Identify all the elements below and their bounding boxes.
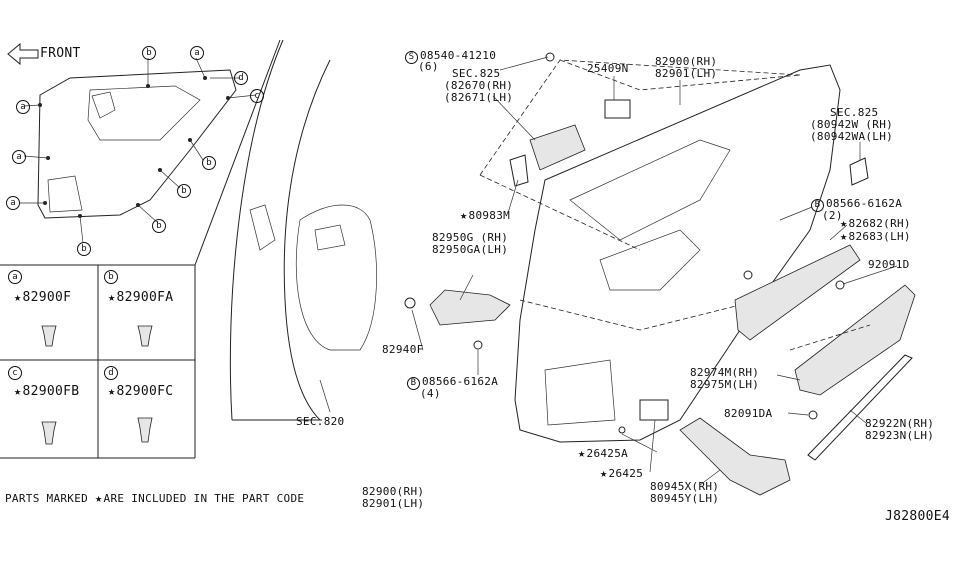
sec-825-right-label: SEC.825 xyxy=(830,106,879,119)
inset-frame xyxy=(0,39,281,459)
legend-letter: a xyxy=(8,270,22,284)
front-label: FRONT xyxy=(40,46,81,61)
legend-part: 82900FA xyxy=(108,290,174,305)
part-82671-label: (82671(LH) xyxy=(444,91,514,104)
marker-b: b xyxy=(177,184,191,198)
part-82922n-label: 82922N(RH) xyxy=(865,417,935,430)
leader-lines xyxy=(319,56,898,486)
fasteners xyxy=(404,52,869,434)
part-80945y-label: 80945Y(LH) xyxy=(650,492,720,505)
marker-a: a xyxy=(6,196,20,210)
front-arrow-icon xyxy=(7,42,39,66)
marker-d: d xyxy=(234,71,248,85)
part-82682-label: 82682(RH) xyxy=(840,217,911,230)
part-80942wa-label: (80942WA(LH) xyxy=(810,130,894,143)
legend-letter: d xyxy=(104,366,118,380)
part-26425a-label: 26425A xyxy=(578,447,628,460)
part-82900-label: 82900(RH) xyxy=(655,55,718,68)
door-trim-panel xyxy=(479,59,841,443)
bolt-top-qty: (6) xyxy=(418,60,439,73)
bracket xyxy=(429,289,511,326)
part-82975m-label: 82975M(LH) xyxy=(690,378,760,391)
pocket-trim xyxy=(679,417,791,496)
part-82950ga-label: 82950GA(LH) xyxy=(432,243,509,256)
sec-820-label: SEC.820 xyxy=(296,415,345,428)
bolt-low-qty: (4) xyxy=(420,387,441,400)
part-80942w-label: (80942W (RH) xyxy=(810,118,894,131)
legend-letter: c xyxy=(8,366,22,380)
door-overview xyxy=(19,57,257,244)
part-82950g-label: 82950G (RH) xyxy=(432,231,509,244)
marker-b: b xyxy=(202,156,216,170)
legend-part: 82900FC xyxy=(108,384,174,399)
part-82683-label: 82683(LH) xyxy=(840,230,911,243)
part-26425-label: 26425 xyxy=(600,467,643,480)
part-80945x-label: 80945X(RH) xyxy=(650,480,720,493)
part-25409n-label: 25409N xyxy=(587,62,629,75)
part-82940f-label: 82940F xyxy=(382,343,424,356)
armrest xyxy=(789,284,916,396)
sec-825-label: SEC.825 xyxy=(452,67,501,80)
marker-a: a xyxy=(190,46,204,60)
part-82974m-label: 82974M(RH) xyxy=(690,366,760,379)
star-icon xyxy=(95,492,104,505)
marker-b: b xyxy=(152,219,166,233)
part-82923n-label: 82923N(LH) xyxy=(865,429,935,442)
inner-handle xyxy=(529,124,586,171)
footer-code-rh: 82900(RH) xyxy=(362,485,425,498)
marker-c: c xyxy=(250,89,264,103)
diagram-code: J82800E4 xyxy=(885,509,951,524)
part-82670-label: (82670(RH) xyxy=(444,79,514,92)
part-80983m-label: 80983M xyxy=(460,209,510,222)
footer-note: PARTS MARKED ARE INCLUDED IN THE PART CO… xyxy=(5,492,304,505)
part-92091d-label: 92091D xyxy=(868,258,910,271)
part-82901-label: 82901(LH) xyxy=(655,67,718,80)
legend-part: 82900FB xyxy=(14,384,80,399)
marker-b: b xyxy=(77,242,91,256)
marker-a: a xyxy=(16,100,30,114)
switch-plate xyxy=(734,244,861,341)
molding-strip xyxy=(807,354,913,461)
marker-a: a xyxy=(12,150,26,164)
legend-part: 82900F xyxy=(14,290,71,305)
part-82091da-label: 82091DA xyxy=(724,407,773,420)
marker-b: b xyxy=(142,46,156,60)
legend-letter: b xyxy=(104,270,118,284)
footer-code-lh: 82901(LH) xyxy=(362,497,425,510)
bolt-mid-qty: (2) xyxy=(822,209,843,222)
clip-icons xyxy=(41,325,153,445)
door-inner-panel xyxy=(229,39,377,421)
